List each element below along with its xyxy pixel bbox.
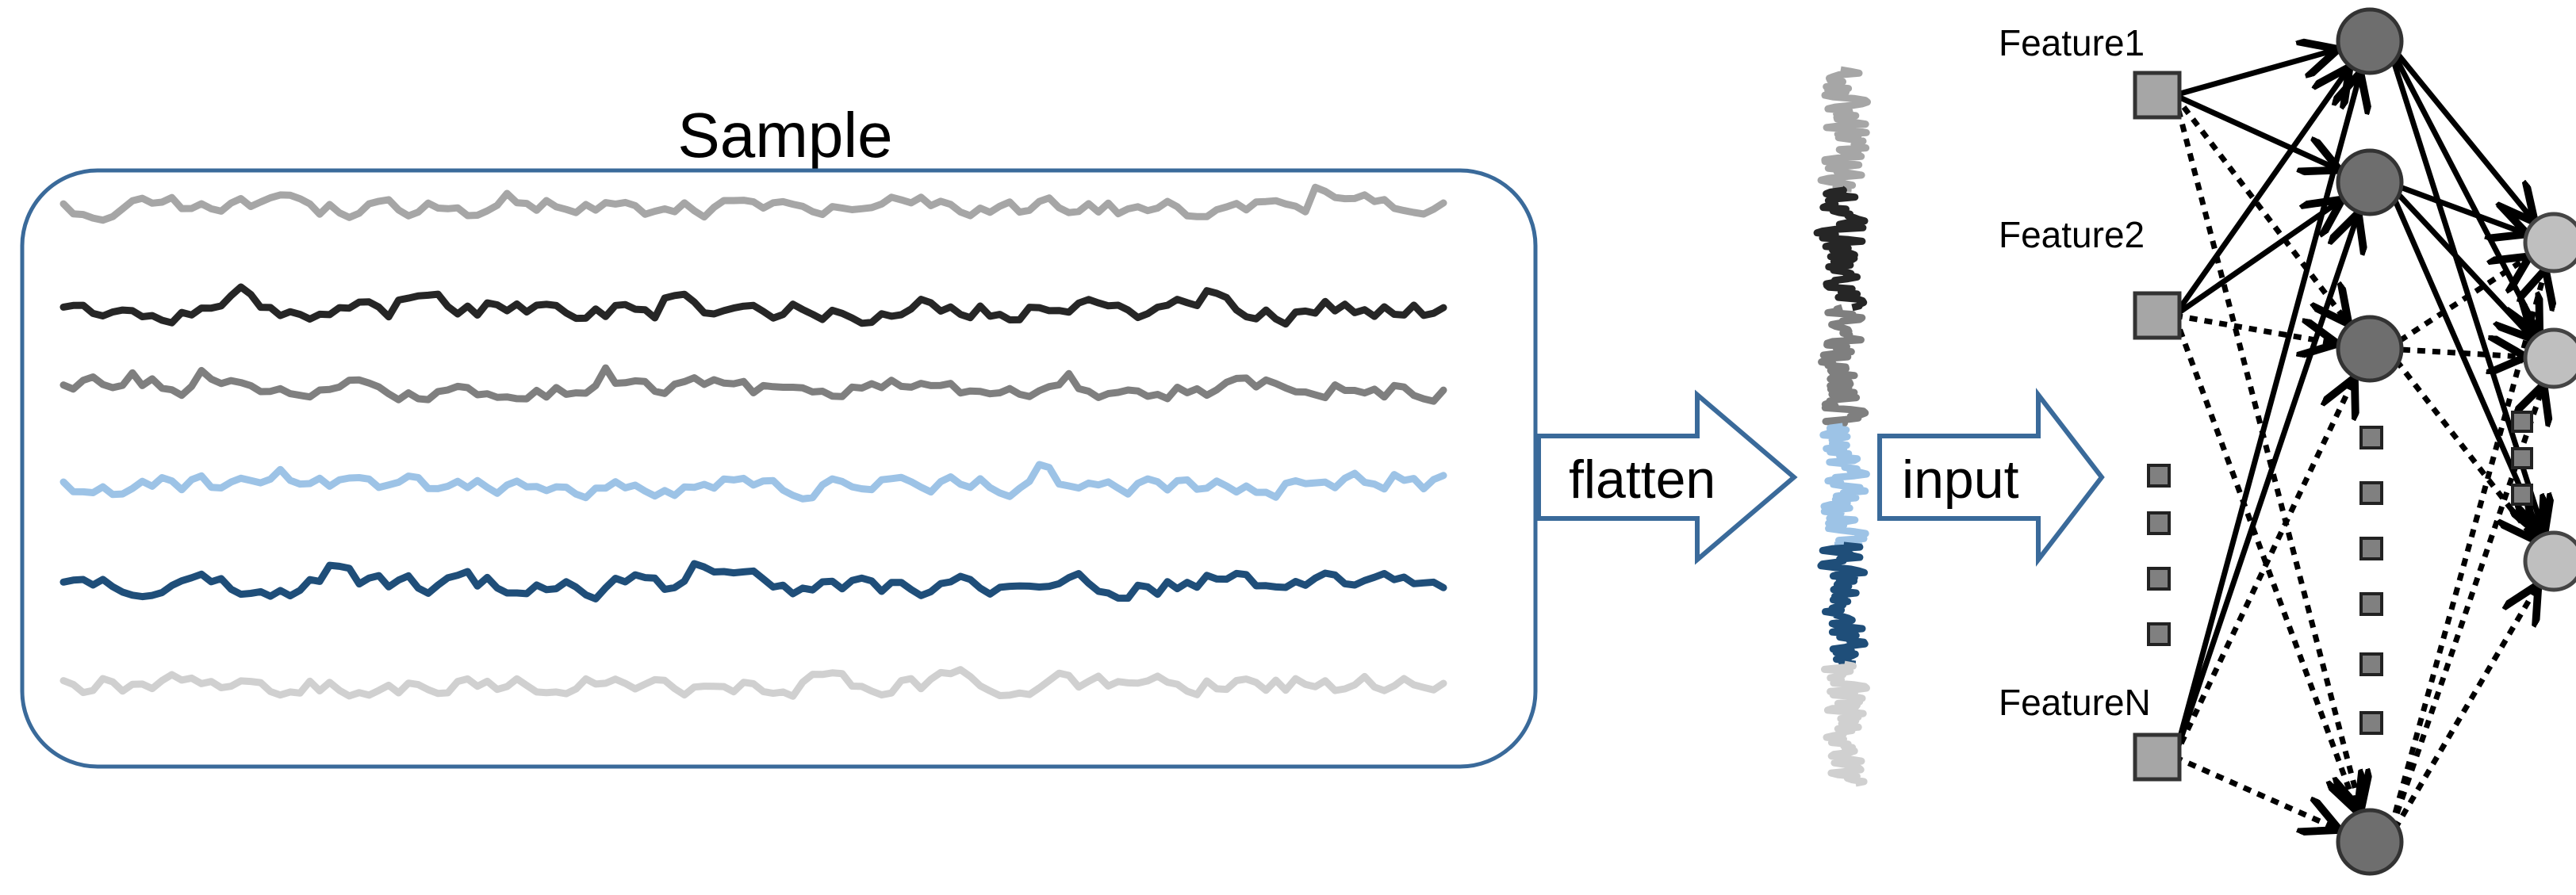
network-edge xyxy=(2173,201,2339,318)
feature-1-label: Feature1 xyxy=(1999,22,2145,63)
ellipsis-square xyxy=(2511,447,2533,469)
sample-series-line xyxy=(59,666,1447,700)
sample-title: Sample xyxy=(677,100,892,170)
network-edge xyxy=(2385,39,2532,219)
output-node xyxy=(2523,327,2576,389)
network-edge xyxy=(2384,40,2538,331)
hidden-node xyxy=(2336,315,2404,383)
network-edge xyxy=(2385,346,2533,537)
ellipsis-square xyxy=(2359,481,2383,505)
input-label: input xyxy=(1902,449,2019,510)
input-feature-node xyxy=(2133,732,2182,782)
network-edge xyxy=(2386,349,2522,357)
sample-series-line xyxy=(59,183,1447,224)
ellipsis-square xyxy=(2359,426,2383,449)
network-edge xyxy=(2172,93,2346,321)
sample-series-line xyxy=(59,364,1447,405)
network-edge xyxy=(2173,92,2336,169)
network-edge xyxy=(2385,180,2531,336)
sample-frame xyxy=(20,168,1538,769)
sample-time-series-group xyxy=(59,183,1447,700)
feature-n-label: FeatureN xyxy=(1999,682,2151,723)
hidden-node xyxy=(2336,7,2404,75)
sample-series-line xyxy=(59,461,1447,503)
network-edge xyxy=(2172,70,2348,318)
ellipsis-square xyxy=(2147,464,2171,488)
input-arrow xyxy=(1877,388,2105,567)
flatten-arrow xyxy=(1536,389,1798,565)
network-edge xyxy=(2172,76,2359,758)
ellipsis-square xyxy=(2359,592,2383,616)
network-edge xyxy=(2172,94,2359,807)
feature-2-label: Feature2 xyxy=(1999,214,2145,255)
sample-series-line xyxy=(59,283,1447,328)
ellipsis-square xyxy=(2359,537,2383,560)
network-edge xyxy=(2172,381,2353,759)
output-node xyxy=(2523,530,2576,592)
network-edges xyxy=(2172,39,2544,843)
network-edge xyxy=(2384,587,2536,843)
ellipsis-square xyxy=(2359,711,2383,735)
input-feature-node xyxy=(2133,291,2182,340)
flattened-series-segment xyxy=(1818,304,1869,430)
input-feature-node xyxy=(2133,71,2182,120)
ellipsis-square xyxy=(2147,511,2171,535)
ellipsis-square xyxy=(2359,652,2383,676)
flattened-series-segment xyxy=(1819,423,1870,549)
flattened-series-strip xyxy=(1813,66,1871,787)
network-edge xyxy=(2173,754,2336,828)
flattened-series-segment xyxy=(1821,660,1870,787)
network-edge xyxy=(2172,216,2357,759)
flatten-label: flatten xyxy=(1569,449,1715,510)
network-edge xyxy=(2174,50,2334,98)
hidden-node xyxy=(2336,148,2404,216)
network-edge xyxy=(2386,258,2526,351)
ellipsis-square xyxy=(2511,484,2533,506)
network-edge xyxy=(2174,312,2334,343)
output-node xyxy=(2523,212,2576,273)
network-edge xyxy=(2384,388,2543,843)
network-edge xyxy=(2384,181,2540,533)
ellipsis-square xyxy=(2147,622,2171,646)
flattened-series-segment xyxy=(1817,541,1869,668)
sample-series-line xyxy=(59,560,1447,602)
ellipsis-square xyxy=(2147,567,2171,591)
flattened-series-segment xyxy=(1813,186,1869,312)
hidden-node xyxy=(2336,808,2404,876)
network-edge xyxy=(2386,179,2524,233)
ellipsis-square xyxy=(2511,411,2533,433)
network-nodes xyxy=(2133,7,2576,876)
flattened-series-segment xyxy=(1817,66,1871,193)
